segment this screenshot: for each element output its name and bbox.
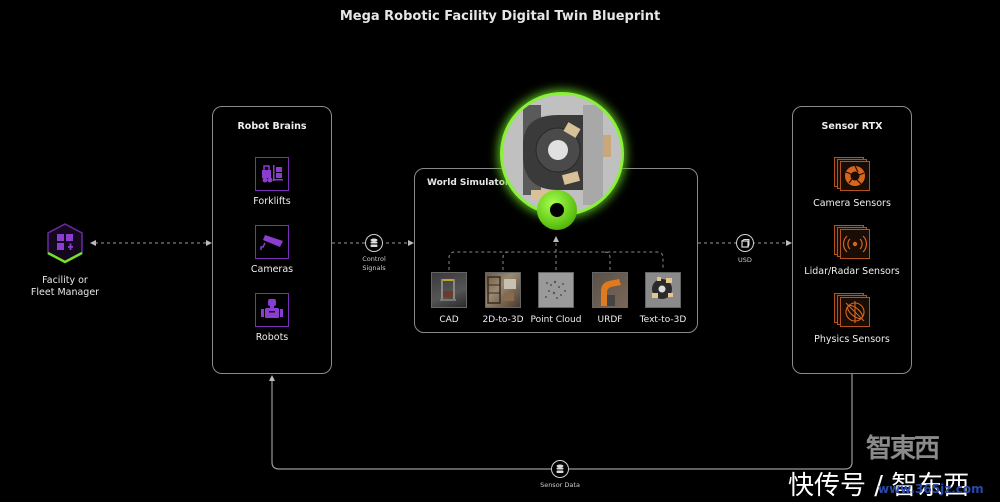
sensor-data-node[interactable]: Sensor Data <box>535 460 585 490</box>
arrowhead-up <box>553 236 559 242</box>
security-camera-icon <box>255 225 289 259</box>
arrowhead-right <box>408 240 414 246</box>
lidar-radar-sensors-label: Lidar/Radar Sensors <box>804 266 900 277</box>
control-signals-line2: Signals <box>362 264 386 272</box>
robot-brains-item-forklifts[interactable]: Forklifts <box>213 157 331 207</box>
robot-brains-item-robots[interactable]: Robots <box>213 293 331 343</box>
watermark-url: www.365jz.com <box>878 482 984 496</box>
conveyor-topdown-thumbnail[interactable] <box>645 272 681 308</box>
camera-aperture-icon <box>832 157 872 193</box>
control-signals-node[interactable]: Control Signals <box>344 234 404 273</box>
cad-forklift-thumbnail[interactable] <box>431 272 467 308</box>
robot-arm-thumbnail[interactable] <box>592 272 628 308</box>
forklifts-label: Forklifts <box>253 196 291 207</box>
robot-brains-title: Robot Brains <box>237 121 307 132</box>
arrowhead-right <box>786 240 792 246</box>
facility-label-line2: Fleet Manager <box>30 287 100 298</box>
arrowhead-right <box>206 240 212 246</box>
cameras-label: Cameras <box>250 264 294 275</box>
usd-node[interactable]: USD <box>725 234 765 265</box>
robots-label: Robots <box>255 332 289 343</box>
facility-label-line1: Facility or <box>42 275 88 286</box>
control-signals-line1: Control <box>362 255 386 263</box>
sensor-data-feedback-line <box>271 374 853 470</box>
omniverse-ring-icon <box>537 190 577 230</box>
arrowhead-left <box>90 240 96 246</box>
arrowhead-up <box>269 375 275 381</box>
sensor-rtx-item-lidar[interactable]: Lidar/Radar Sensors <box>793 225 911 277</box>
facility-manager-node[interactable]: Facility or Fleet Manager <box>30 222 100 299</box>
2d-to-3d-label: 2D-to-3D <box>482 315 524 325</box>
text-to-3d-label: Text-to-3D <box>639 315 687 325</box>
forklift-icon <box>255 157 289 191</box>
robot-brains-panel: Robot Brains Forklifts Cameras <box>212 106 332 374</box>
world-simulator-panel: World Simulator CAD 2D-to-3D Point Cloud… <box>414 168 698 333</box>
robot-brains-item-cameras[interactable]: Cameras <box>213 225 331 275</box>
dashboard-hex-icon <box>47 223 83 264</box>
sensor-rtx-title: Sensor RTX <box>821 121 883 132</box>
cad-label: CAD <box>439 315 459 325</box>
point-cloud-thumbnail[interactable] <box>538 272 574 308</box>
watermark-text: 快传号 / 智东西 <box>788 471 970 501</box>
database-icon <box>365 234 383 252</box>
camera-sensors-label: Camera Sensors <box>813 198 891 209</box>
usd-cube-icon <box>736 234 754 252</box>
physics-sensors-label: Physics Sensors <box>814 334 890 345</box>
urdf-label: URDF <box>597 315 623 325</box>
warehouse-shelves-thumbnail[interactable] <box>485 272 521 308</box>
sensor-data-label: Sensor Data <box>540 481 580 489</box>
watermark-logo: 智東西 <box>866 434 940 464</box>
sensor-rtx-item-camera[interactable]: Camera Sensors <box>793 157 911 209</box>
database-icon <box>551 460 569 478</box>
robot-icon <box>255 293 289 327</box>
usd-label: USD <box>738 256 752 264</box>
warehouse-conveyor-preview[interactable] <box>500 92 624 216</box>
page-title: Mega Robotic Facility Digital Twin Bluep… <box>339 9 661 24</box>
sensor-rtx-item-physics[interactable]: Physics Sensors <box>793 293 911 345</box>
radar-waves-icon <box>832 225 872 261</box>
physics-gyro-icon <box>832 293 872 329</box>
world-simulator-title: World Simulator <box>427 178 510 188</box>
point-cloud-label: Point Cloud <box>530 315 582 325</box>
sensor-rtx-panel: Sensor RTX Camera Sensors Lidar/Radar Se… <box>792 106 912 374</box>
